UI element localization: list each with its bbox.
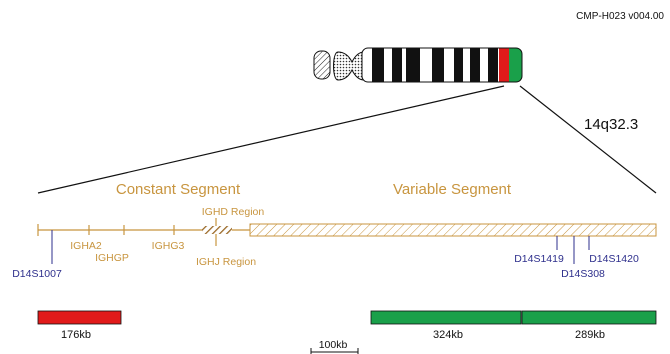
probe-289kb-label: 289kb — [575, 329, 605, 341]
variable-region-block — [249, 223, 657, 237]
markers: D14S1007 D14S1419 D14S308 D14S1420 — [12, 230, 639, 280]
zoom-line-left — [37, 85, 505, 194]
ighgp-label: IGHGP — [95, 252, 129, 264]
green-probe-band — [509, 48, 522, 82]
scale-bar: 100kb — [310, 339, 359, 354]
probe-176kb-label: 176kb — [61, 329, 91, 341]
ighg3-label: IGHG3 — [152, 240, 185, 252]
ighd-region-block — [202, 226, 232, 234]
d14s308-label: D14S308 — [561, 268, 605, 280]
ighj-region-label: IGHJ Region — [196, 256, 256, 268]
chromosome-ideogram — [313, 47, 523, 83]
probe-289kb-bar — [521, 310, 657, 325]
d14s1007-label: D14S1007 — [12, 268, 62, 280]
probes: 176kb 324kb 289kb — [37, 310, 657, 341]
locus-map: IGHD Region IGHA2 IGHGP IGHG3 IGHJ Regio… — [37, 206, 657, 268]
p-arm-satellite — [313, 50, 331, 80]
red-probe-band — [499, 48, 509, 82]
d14s1420-label: D14S1420 — [589, 253, 639, 265]
scale-bar-label: 100kb — [319, 339, 348, 351]
igha2-label: IGHA2 — [70, 240, 102, 252]
probe-324kb-label: 324kb — [433, 329, 463, 341]
centromere — [333, 51, 365, 81]
constant-segment-label: Constant Segment — [116, 181, 241, 198]
variable-segment-label: Variable Segment — [393, 181, 512, 198]
d14s1419-label: D14S1419 — [514, 253, 564, 265]
product-code: CMP-H023 v004.00 — [576, 11, 664, 22]
ighd-region-label: IGHD Region — [202, 206, 265, 218]
probe-176kb-bar — [37, 310, 122, 325]
band-label: 14q32.3 — [584, 116, 638, 133]
probe-324kb-bar — [370, 310, 522, 325]
zoom-line-right — [519, 85, 657, 194]
